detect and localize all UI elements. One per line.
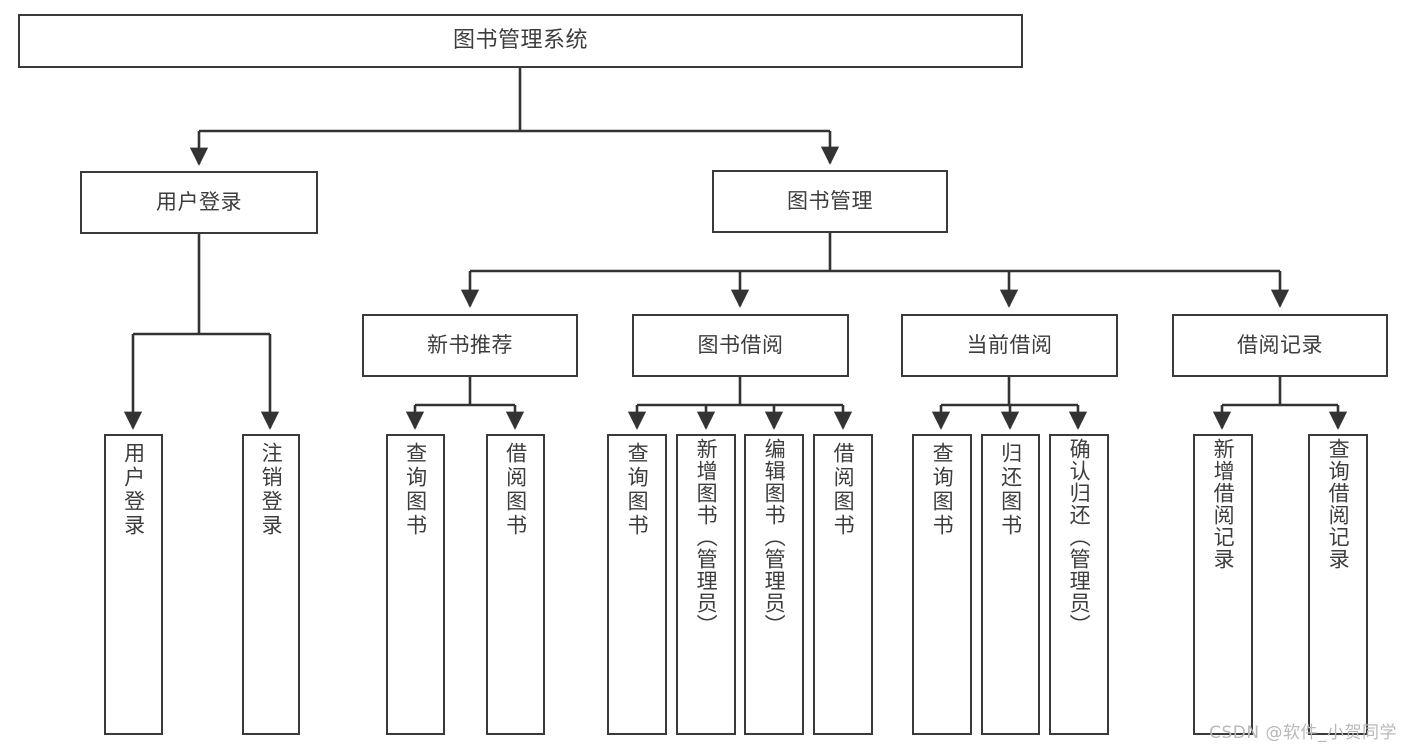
leaf-edit-book-label: 编辑图书（管理员） bbox=[762, 438, 787, 636]
leaf-query-book-2[interactable]: 查询图书 bbox=[607, 434, 667, 735]
leaf-query-book-3-label: 查询图书 bbox=[930, 442, 955, 538]
node-current-borrow-label: 当前借阅 bbox=[966, 333, 1053, 358]
leaf-query-book-1-label: 查询图书 bbox=[403, 442, 428, 538]
leaf-logout-login-label: 注销登录 bbox=[259, 442, 284, 538]
leaf-confirm-return-label: 确认归还（管理员） bbox=[1067, 438, 1092, 636]
leaf-add-book-label: 新增图书（管理员） bbox=[694, 438, 719, 636]
watermark: CSDN @软件_小贺同学 bbox=[1209, 723, 1397, 743]
leaf-query-book-2-label: 查询图书 bbox=[625, 442, 650, 538]
node-book-manage-label: 图书管理 bbox=[787, 189, 873, 214]
leaf-user-login[interactable]: 用户登录 bbox=[104, 434, 163, 735]
node-current-borrow[interactable]: 当前借阅 bbox=[901, 314, 1118, 377]
node-book-borrow[interactable]: 图书借阅 bbox=[632, 314, 849, 377]
node-book-borrow-label: 图书借阅 bbox=[697, 333, 784, 358]
node-borrow-record[interactable]: 借阅记录 bbox=[1172, 314, 1388, 377]
leaf-borrow-book-2[interactable]: 借阅图书 bbox=[813, 434, 873, 735]
node-book-manage[interactable]: 图书管理 bbox=[712, 170, 948, 233]
leaf-query-record-label: 查询借阅记录 bbox=[1326, 438, 1351, 570]
leaf-return-book-label: 归还图书 bbox=[998, 442, 1023, 538]
leaf-borrow-book-1[interactable]: 借阅图书 bbox=[486, 434, 545, 735]
leaf-query-book-3[interactable]: 查询图书 bbox=[912, 434, 972, 735]
node-user-login-label: 用户登录 bbox=[156, 190, 242, 215]
leaf-add-book[interactable]: 新增图书（管理员） bbox=[676, 434, 736, 735]
leaf-add-record[interactable]: 新增借阅记录 bbox=[1193, 434, 1253, 735]
leaf-user-login-label: 用户登录 bbox=[121, 442, 146, 538]
leaf-borrow-book-1-label: 借阅图书 bbox=[503, 442, 528, 538]
node-user-login[interactable]: 用户登录 bbox=[80, 171, 318, 234]
node-root-label: 图书管理系统 bbox=[452, 28, 588, 54]
node-new-book-recommend[interactable]: 新书推荐 bbox=[362, 314, 578, 377]
leaf-query-book-1[interactable]: 查询图书 bbox=[386, 434, 445, 735]
node-new-book-recommend-label: 新书推荐 bbox=[427, 333, 513, 358]
leaf-logout-login[interactable]: 注销登录 bbox=[242, 434, 300, 735]
node-borrow-record-label: 借阅记录 bbox=[1237, 333, 1323, 358]
leaf-confirm-return[interactable]: 确认归还（管理员） bbox=[1049, 434, 1109, 735]
leaf-query-record[interactable]: 查询借阅记录 bbox=[1308, 434, 1368, 735]
leaf-add-record-label: 新增借阅记录 bbox=[1211, 438, 1236, 570]
node-root[interactable]: 图书管理系统 bbox=[18, 14, 1023, 68]
leaf-return-book[interactable]: 归还图书 bbox=[981, 434, 1040, 735]
leaf-edit-book[interactable]: 编辑图书（管理员） bbox=[744, 434, 804, 735]
leaf-borrow-book-2-label: 借阅图书 bbox=[831, 442, 856, 538]
